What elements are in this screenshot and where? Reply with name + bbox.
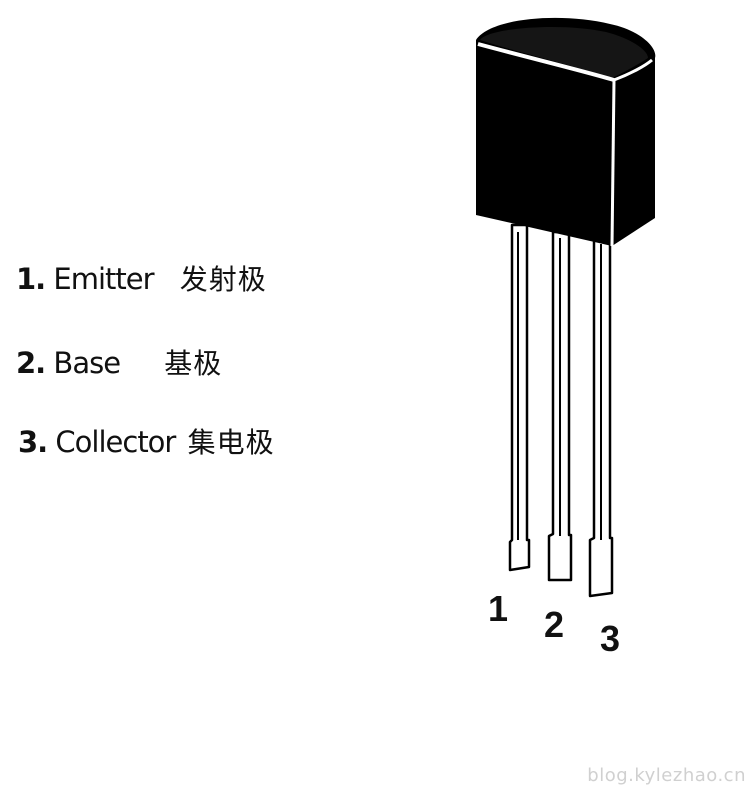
legend-number: 3. bbox=[18, 425, 48, 459]
legend-name: Collector bbox=[55, 425, 176, 459]
legend-chinese: 发射极 bbox=[179, 263, 267, 296]
pin-number-1: 1 bbox=[488, 588, 509, 629]
transistor-package bbox=[476, 17, 656, 247]
legend-number: 2. bbox=[16, 346, 46, 380]
lead-3 bbox=[588, 236, 614, 598]
legend-chinese: 集电极 bbox=[187, 426, 275, 459]
lead-2 bbox=[547, 230, 573, 582]
legend-item-emitter: 1. Emitter 发射极 bbox=[16, 258, 267, 298]
legend-name: Emitter bbox=[53, 262, 154, 296]
pin-number-2: 2 bbox=[544, 604, 565, 645]
pin-number-3: 3 bbox=[600, 618, 621, 659]
legend-name: Base bbox=[53, 346, 121, 380]
legend-chinese: 基极 bbox=[164, 347, 223, 380]
lead-1 bbox=[508, 223, 531, 572]
legend-item-collector: 3. Collector 集电极 bbox=[18, 421, 275, 461]
legend-number: 1. bbox=[16, 262, 46, 296]
legend-item-base: 2. Base 基极 bbox=[16, 342, 222, 382]
watermark: blog.kylezhao.cn bbox=[587, 765, 746, 786]
